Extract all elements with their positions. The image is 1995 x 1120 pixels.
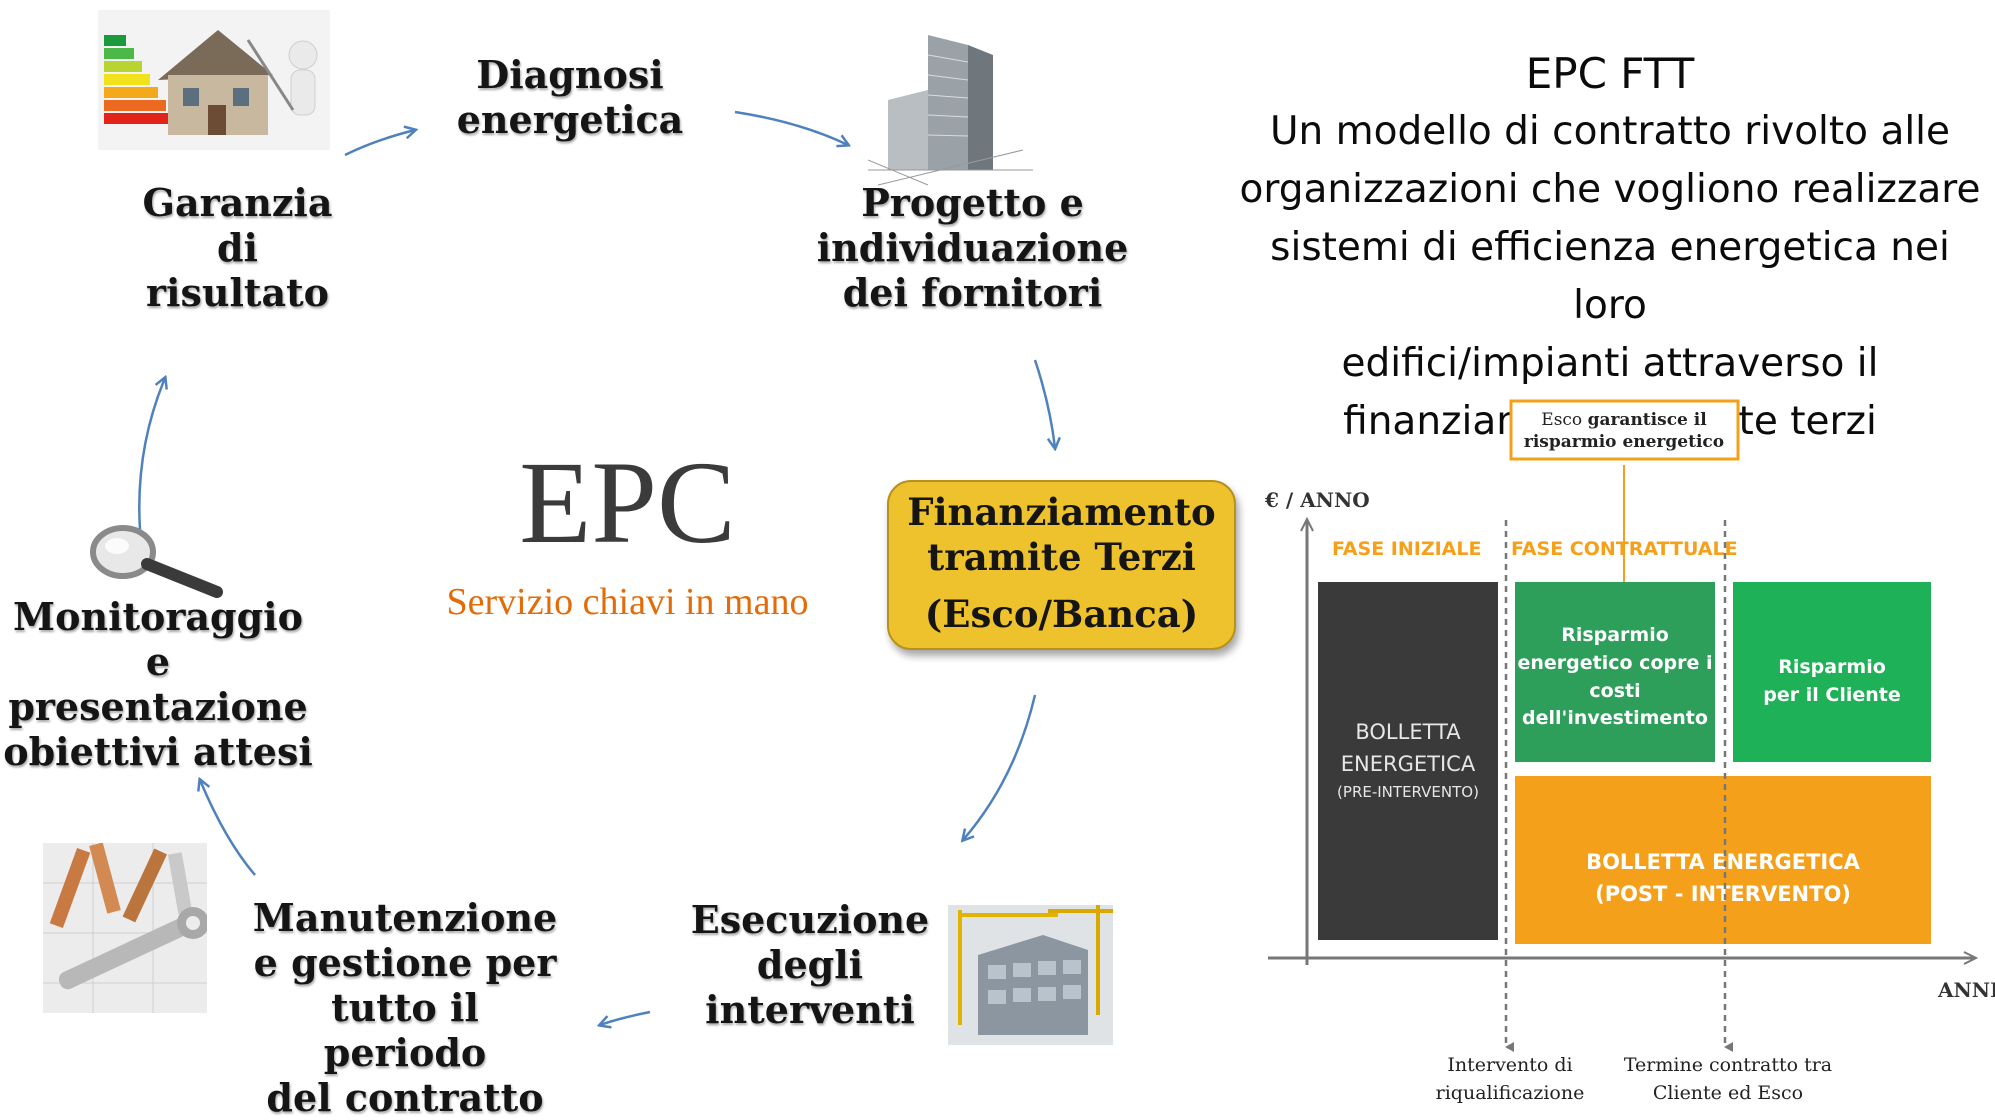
step-garanzia-line-2: di xyxy=(216,225,258,270)
description-line-1: Un modello di contratto rivolto alle xyxy=(1269,109,1951,154)
block-saving-inv-line-2: energetico copre i xyxy=(1518,652,1713,674)
block-post-line-2: (POST - INTERVENTO) xyxy=(1595,882,1851,906)
step-progetto-line-1: Progetto e xyxy=(861,180,1084,225)
step-manutenzione-line-1: Manutenzione xyxy=(252,895,558,940)
step-esecuzione-line-2: degli xyxy=(756,942,864,987)
description-line-3: sistemi di efficienza energetica nei lor… xyxy=(1270,225,1950,328)
financing-box: Finanziamento tramite Terzi (Esco/Banca) xyxy=(887,480,1236,650)
financing-line-2: tramite Terzi xyxy=(927,535,1196,579)
x-axis-label: ANNI xyxy=(1937,978,1995,1002)
step-manutenzione-line-4: del contratto xyxy=(266,1075,544,1120)
block-saving-inv-line-1: Risparmio xyxy=(1561,624,1669,646)
y-axis-label: € / ANNO xyxy=(1264,488,1370,512)
description-line-2: organizzazioni che vogliono realizzare xyxy=(1239,167,1981,212)
financing-line-1: Finanziamento xyxy=(907,490,1216,534)
block-post-intervento xyxy=(1515,776,1931,944)
financing-line-3: (Esco/Banca) xyxy=(924,592,1199,636)
step-esecuzione-line-1: Esecuzione xyxy=(690,897,930,942)
block-pre-line-1: BOLLETTA xyxy=(1355,720,1461,744)
epc-phases-diagram: Esco garantisce il risparmio energetico … xyxy=(1264,399,1995,1104)
step-progetto-fornitori: Progetto e individuazione dei fornitori xyxy=(810,180,1135,315)
step-progetto-line-2: individuazione xyxy=(816,225,1129,270)
block-saving-inv-line-4: dell'investimento xyxy=(1522,707,1708,729)
skyscraper-sketch-illustration xyxy=(868,20,1033,190)
phase-contract-label: FASE CONTRATTUALE xyxy=(1511,538,1738,560)
pipes-and-wrench-illustration xyxy=(43,843,207,1013)
callout-line-1: Esco garantisce il xyxy=(1541,410,1707,430)
house-energy-illustration xyxy=(98,10,330,150)
phase-initial-label: FASE INIZIALE xyxy=(1332,538,1481,560)
step-monitoraggio: Monitoraggio e presentazione obiettivi a… xyxy=(0,594,316,774)
block-saving-inv-line-3: costi xyxy=(1589,680,1640,702)
step-monitoraggio-line-1: Monitoraggio e xyxy=(13,594,303,684)
step-garanzia-line-1: Garanzia xyxy=(142,180,333,225)
step-diagnosi-line-1: Diagnosi xyxy=(476,52,664,97)
block-saving-client xyxy=(1733,582,1931,762)
callout-line-2: risparmio energetico xyxy=(1524,432,1724,452)
step-progetto-line-3: dei fornitori xyxy=(842,270,1103,315)
step-garanzia-line-3: risultato xyxy=(146,270,329,315)
epc-ftt-title: EPC FTT xyxy=(1525,49,1695,98)
block-pre-intervento xyxy=(1318,582,1498,940)
arrow-progetto-to-finanziamento xyxy=(1033,359,1055,448)
step-manutenzione-line-3: tutto il periodo xyxy=(323,985,487,1075)
epc-title: EPC xyxy=(519,437,736,568)
step-diagnosi-energetica: Diagnosi energetica xyxy=(420,52,720,142)
step-esecuzione-interventi: Esecuzione degli interventi xyxy=(680,897,940,1032)
construction-site-illustration xyxy=(948,905,1113,1045)
step-manutenzione-line-2: e gestione per xyxy=(253,940,557,985)
block-pre-line-3: (PRE-INTERVENTO) xyxy=(1337,783,1479,801)
magnifying-glass-icon xyxy=(85,520,225,600)
arrow-monitoraggio-to-garanzia xyxy=(138,378,165,531)
block-saving-investment xyxy=(1515,582,1715,762)
block-saving-client-line-2: per il Cliente xyxy=(1763,684,1900,706)
block-post-line-1: BOLLETTA ENERGETICA xyxy=(1586,850,1861,874)
marker-left-line-1: Intervento di xyxy=(1447,1054,1572,1076)
epc-subtitle: Servizio chiavi in mano xyxy=(446,581,809,623)
block-pre-line-2: ENERGETICA xyxy=(1341,752,1476,776)
step-diagnosi-line-2: energetica xyxy=(456,97,684,142)
description-line-4: edifici/impianti attraverso il xyxy=(1341,341,1879,386)
step-monitoraggio-line-2: presentazione xyxy=(8,684,308,729)
step-monitoraggio-line-3: obiettivi attesi xyxy=(3,729,313,774)
marker-left-line-2: riqualificazione xyxy=(1436,1082,1585,1104)
step-esecuzione-line-3: interventi xyxy=(705,987,915,1032)
block-saving-client-line-1: Risparmio xyxy=(1778,656,1886,678)
esco-guarantee-callout xyxy=(1509,399,1740,461)
arrow-finanziamento-to-esecuzione xyxy=(963,694,1037,840)
step-garanzia-risultato: Garanzia di risultato xyxy=(120,180,355,315)
step-manutenzione: Manutenzione e gestione per tutto il per… xyxy=(245,895,565,1120)
arrow-garanzia-to-diagnosi xyxy=(344,130,415,157)
arrow-diagnosi-to-progetto xyxy=(734,110,848,145)
arrow-esecuzione-to-manutenzione xyxy=(600,1010,651,1025)
marker-right-line-2: Cliente ed Esco xyxy=(1653,1082,1803,1104)
arrow-manutenzione-to-monitoraggio xyxy=(200,780,256,876)
epc-ftt-description: EPC FTT Un modello di contratto rivolto … xyxy=(1230,45,1990,451)
marker-right-line-1: Termine contratto tra xyxy=(1624,1054,1832,1076)
